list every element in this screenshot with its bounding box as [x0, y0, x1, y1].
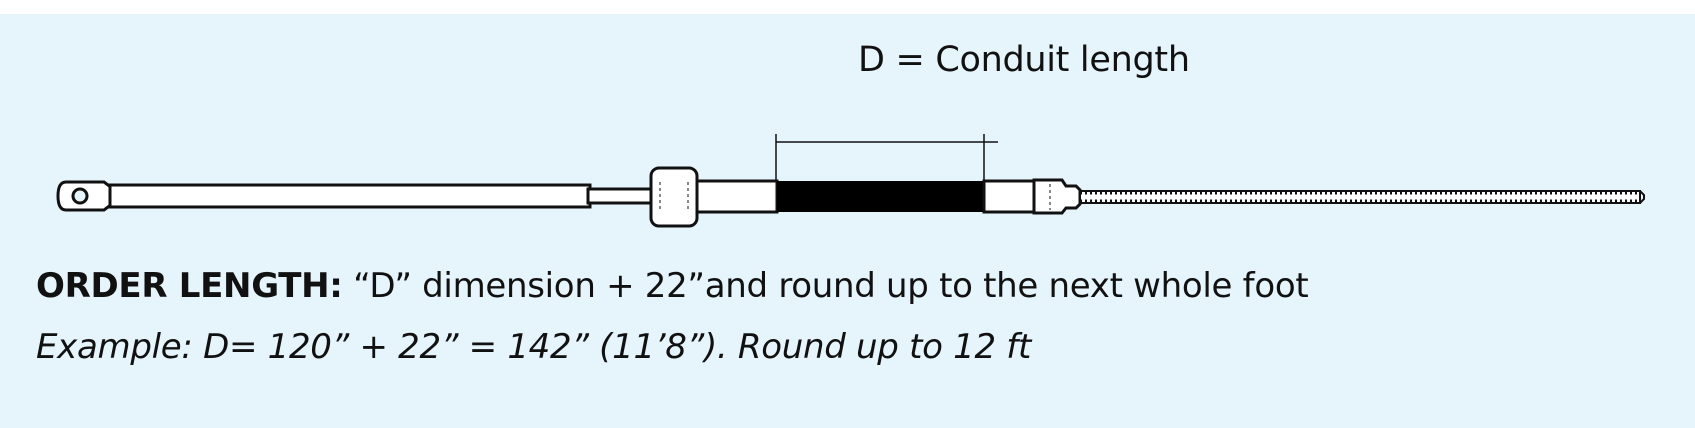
- order-length-heading: ORDER LENGTH:: [36, 266, 343, 306]
- rod-end: [56, 180, 114, 212]
- conduit: [777, 181, 984, 212]
- dimension-line: [775, 134, 998, 182]
- dimension-label: D = Conduit length: [858, 40, 1190, 80]
- swivel-hub: [649, 166, 699, 228]
- example-calculation: Example: D= 120” + 22” = 142” (11’8”). R…: [36, 327, 1031, 367]
- guide-tube: [695, 179, 779, 214]
- diagram-panel: [0, 14, 1695, 428]
- order-length-text: “D” dimension + 22”and round up to the n…: [353, 266, 1309, 306]
- inner-rod: [108, 183, 656, 209]
- order-length-rule: ORDER LENGTH: “D” dimension + 22”and rou…: [36, 266, 1309, 306]
- helical-core: [1079, 190, 1645, 204]
- end-fitting: [982, 178, 1082, 215]
